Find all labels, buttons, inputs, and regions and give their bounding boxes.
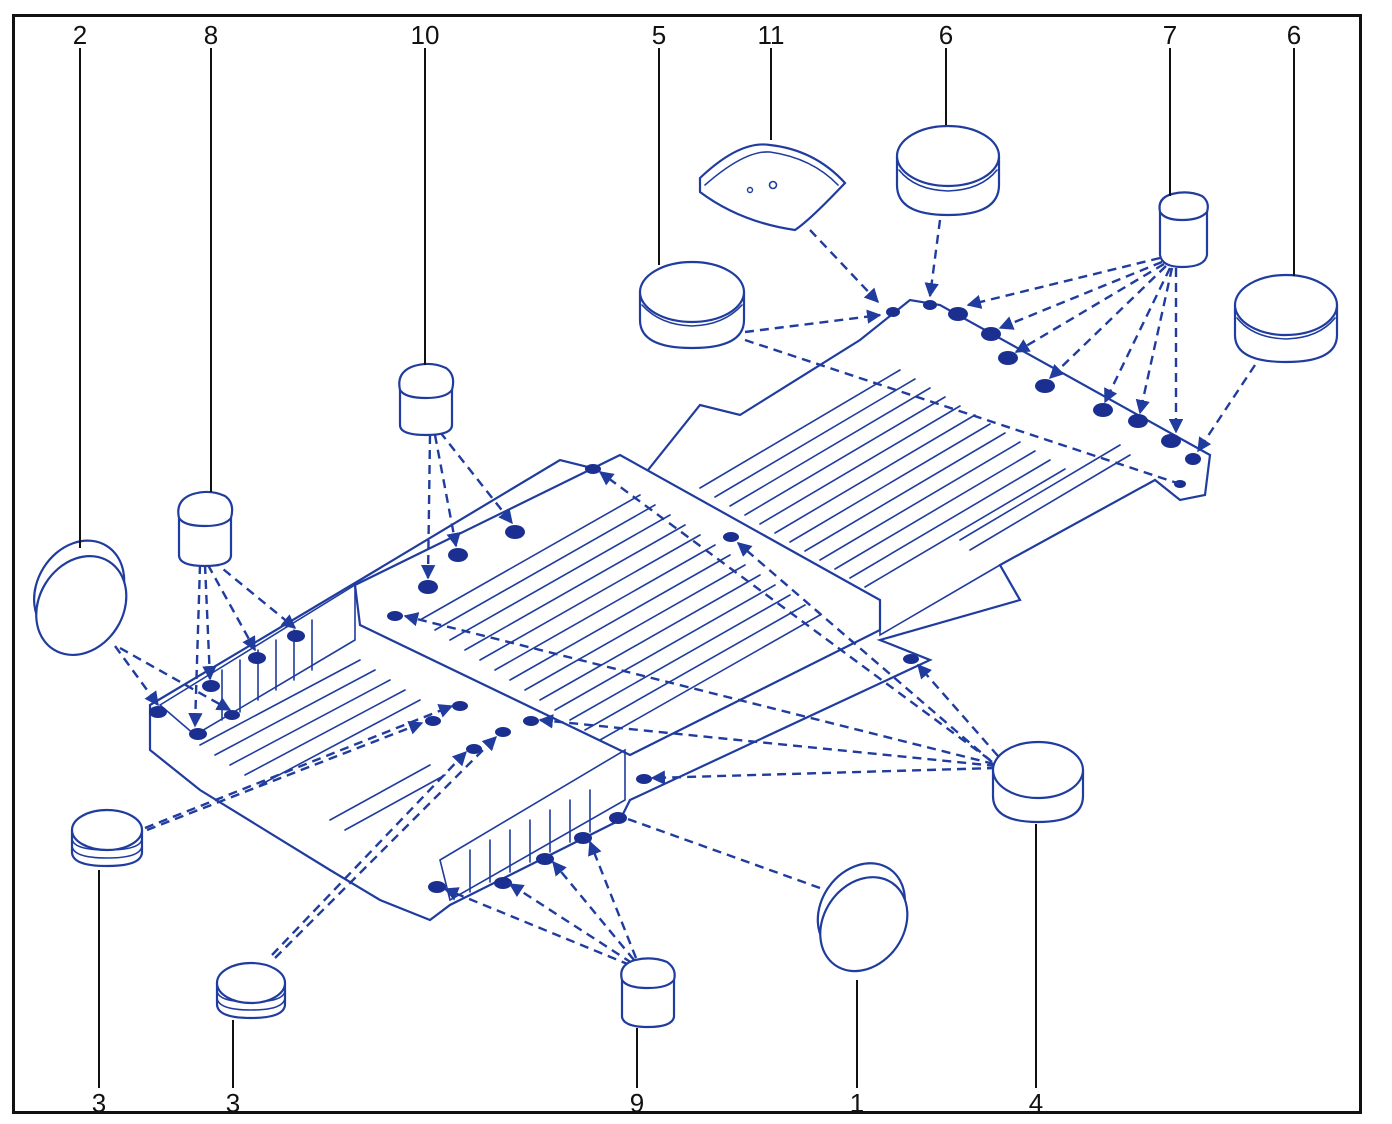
- diagram-frame: [12, 14, 1362, 1114]
- oval-plug-icon: [398, 362, 455, 437]
- callout-11: 11: [758, 20, 785, 50]
- round-plug-icon: [638, 260, 746, 350]
- round-plug-icon: [991, 740, 1085, 824]
- round-plug-icon: [895, 124, 1001, 217]
- callout-6-top: 6: [939, 20, 953, 50]
- oval-plug-icon: [620, 957, 676, 1029]
- square-pad-icon: [698, 143, 847, 232]
- oval-plug-icon: [1158, 191, 1209, 269]
- round-plug-icon: [816, 862, 909, 973]
- round-plug-icon: [33, 539, 128, 657]
- oval-plug-icon: [177, 490, 234, 568]
- callout-4: 4: [1029, 1088, 1043, 1118]
- floor-holes: [149, 300, 1201, 893]
- callout-10: 10: [411, 20, 440, 50]
- flat-plug-icon: [215, 961, 287, 1020]
- round-plug-icon: [1233, 273, 1339, 364]
- assembly-arrows: [114, 219, 1257, 967]
- floor-ribs: [158, 369, 1131, 902]
- callout-1: 1: [850, 1088, 864, 1118]
- callout-2: 2: [73, 20, 87, 50]
- callout-3-center: 3: [226, 1088, 240, 1118]
- callout-leaders: [79, 48, 1295, 1088]
- callout-7: 7: [1163, 20, 1177, 50]
- flat-plug-icon: [70, 808, 144, 868]
- callout-6-right: 6: [1287, 20, 1301, 50]
- callout-5: 5: [652, 20, 666, 50]
- floor-pan: [148, 298, 1212, 922]
- callout-numbers: 2 8 10 5 11 6 7 6 3 3 9 1 4: [73, 20, 1301, 1118]
- callout-9: 9: [630, 1088, 644, 1118]
- callout-8: 8: [204, 20, 218, 50]
- callout-3-left: 3: [92, 1088, 106, 1118]
